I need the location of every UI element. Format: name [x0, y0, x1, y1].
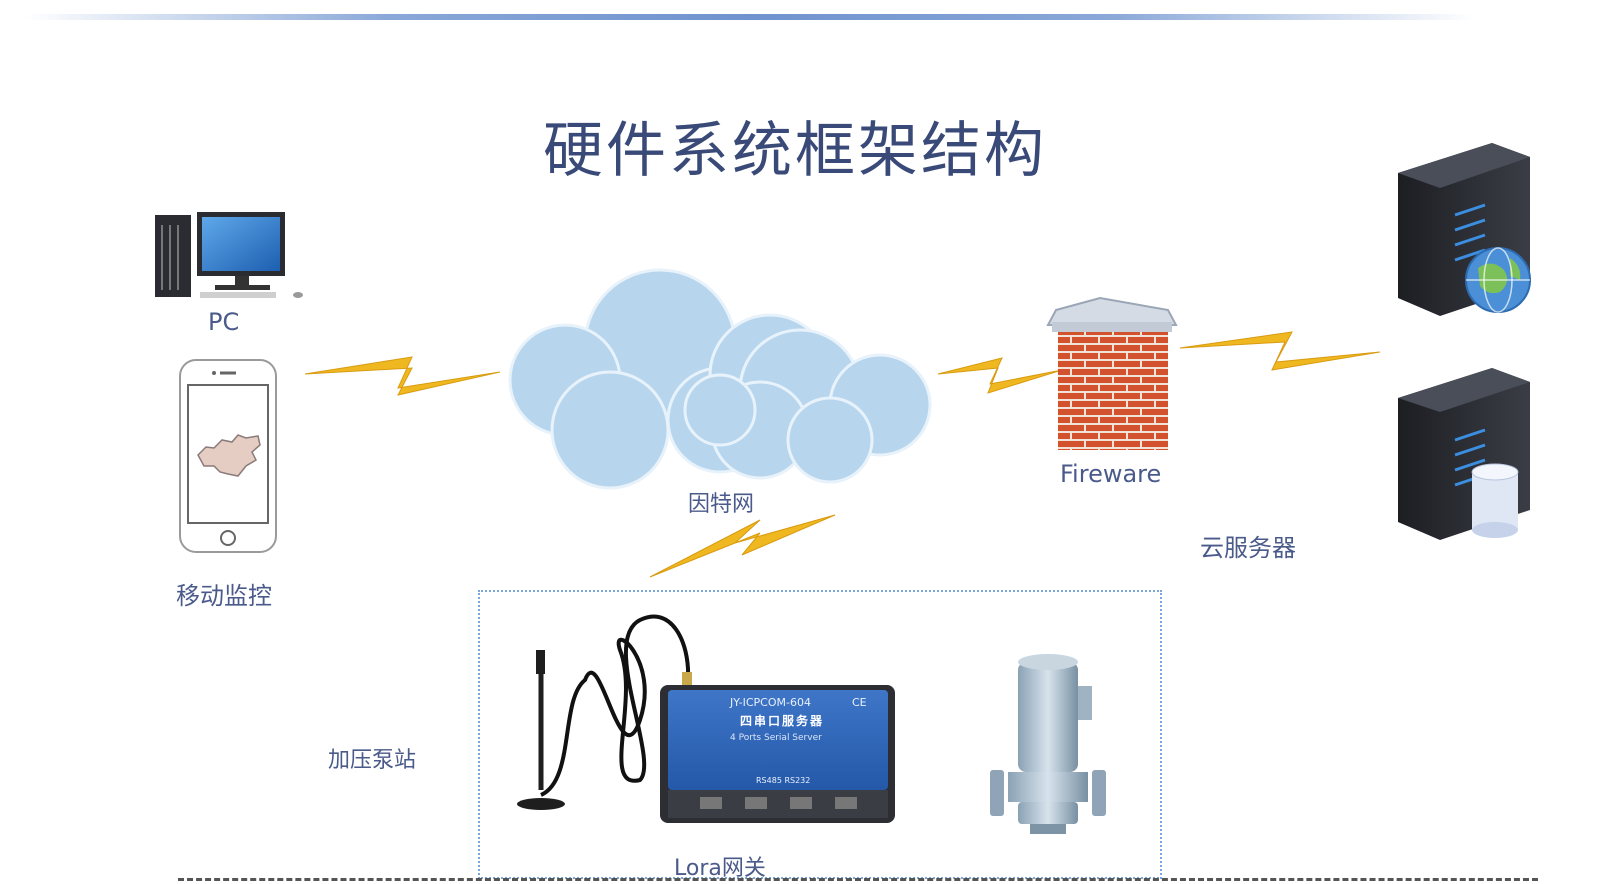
- lora-gateway-device: [660, 685, 895, 823]
- device-ports-text: RS485 RS232: [756, 776, 811, 785]
- pc-icon: [155, 212, 303, 298]
- bottom-dashed-divider: [178, 878, 1538, 881]
- top-divider: [25, 14, 1475, 20]
- globe-icon: [1465, 247, 1531, 313]
- china-map-icon: [197, 434, 261, 477]
- device-ce-mark: CE: [852, 696, 867, 709]
- database-server-icon: [1398, 368, 1530, 540]
- device-name-text: 四串口服务器: [740, 714, 825, 728]
- pump-station-label: 加压泵站: [328, 748, 417, 773]
- pump-icon: [990, 654, 1106, 834]
- internet-label: 因特网: [688, 492, 755, 517]
- mobile-label: 移动监控: [176, 582, 272, 610]
- cloud-server-label: 云服务器: [1200, 534, 1296, 562]
- diagram-title: 硬件系统框架结构: [543, 116, 1047, 186]
- firewall-icon: [1046, 296, 1178, 450]
- field-station-box: [478, 590, 1162, 879]
- device-model-text: JY-ICPCOM-604: [730, 696, 811, 709]
- firewall-label: Fireware: [1060, 460, 1162, 488]
- antenna-icon: [517, 614, 692, 810]
- web-server-icon: [1398, 143, 1531, 316]
- lora-gateway-label: Lora网关: [674, 856, 766, 881]
- pc-label: PC: [208, 308, 240, 336]
- database-cylinder-icon: [1471, 463, 1519, 538]
- smartphone-icon: [179, 359, 277, 553]
- internet-cloud-icon: [508, 268, 932, 490]
- lightning-icon: [304, 331, 1381, 578]
- device-subtitle-text: 4 Ports Serial Server: [730, 733, 822, 743]
